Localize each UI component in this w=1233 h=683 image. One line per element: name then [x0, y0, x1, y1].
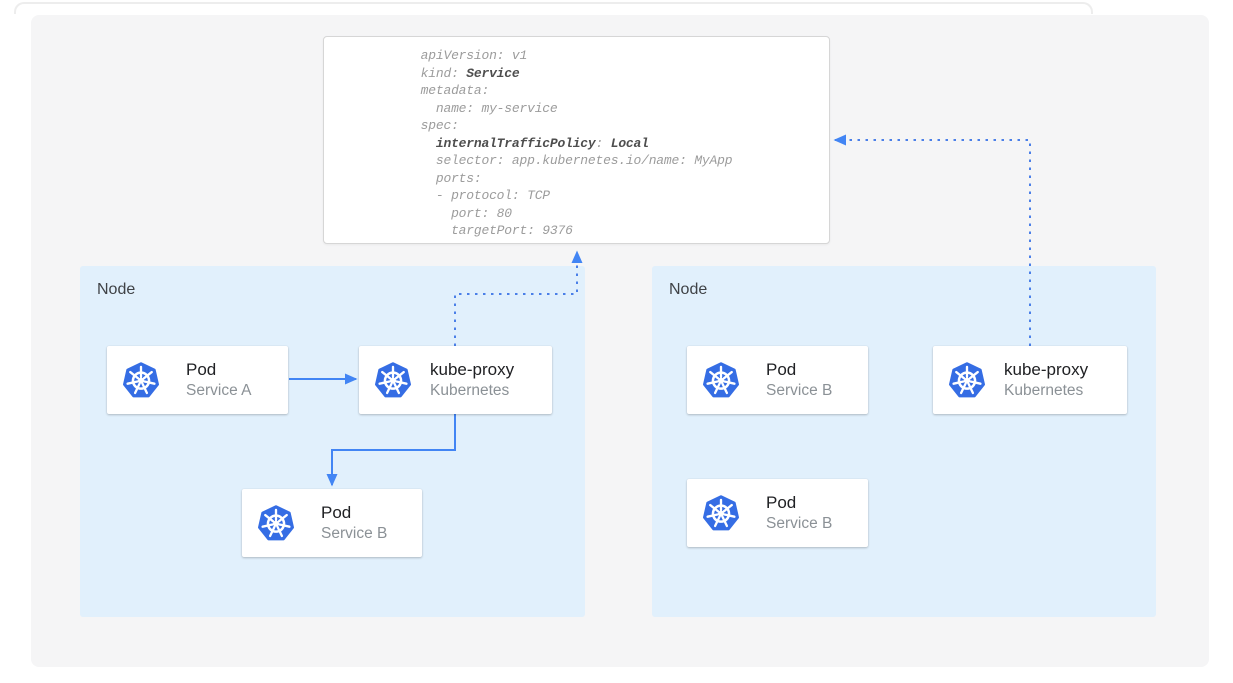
pod-card-service-b-right-1: Pod Service B — [687, 346, 868, 414]
card-title: Pod — [766, 360, 797, 379]
kubernetes-icon — [123, 362, 159, 398]
card-title: kube-proxy — [430, 360, 515, 379]
node-label: Node — [97, 281, 136, 298]
node-right: Node — [652, 266, 1156, 617]
card-subtitle: Service B — [321, 525, 388, 542]
node-label: Node — [669, 281, 708, 298]
card-subtitle: Service B — [766, 382, 833, 399]
kubernetes-icon — [703, 362, 739, 398]
card-title: Pod — [321, 503, 352, 522]
card-subtitle: Service A — [186, 382, 252, 399]
pod-card-service-a: Pod Service A — [107, 346, 288, 414]
node-left: Node — [80, 266, 585, 617]
kube-proxy-card-left: kube-proxy Kubernetes — [359, 346, 552, 414]
pod-card-service-b-left: Pod Service B — [242, 489, 422, 557]
kubernetes-icon — [375, 362, 411, 398]
card-subtitle: Kubernetes — [1004, 382, 1084, 399]
kubernetes-icon — [949, 362, 985, 398]
pod-card-service-b-right-2: Pod Service B — [687, 479, 868, 547]
card-subtitle: Kubernetes — [430, 382, 510, 399]
kube-proxy-card-right: kube-proxy Kubernetes — [933, 346, 1127, 414]
card-title: Pod — [186, 360, 217, 379]
top-card-edge — [14, 2, 1093, 14]
kubernetes-icon — [703, 495, 739, 531]
card-title: kube-proxy — [1004, 360, 1089, 379]
card-title: Pod — [766, 493, 797, 512]
card-subtitle: Service B — [766, 515, 833, 532]
kubernetes-icon — [258, 505, 294, 541]
